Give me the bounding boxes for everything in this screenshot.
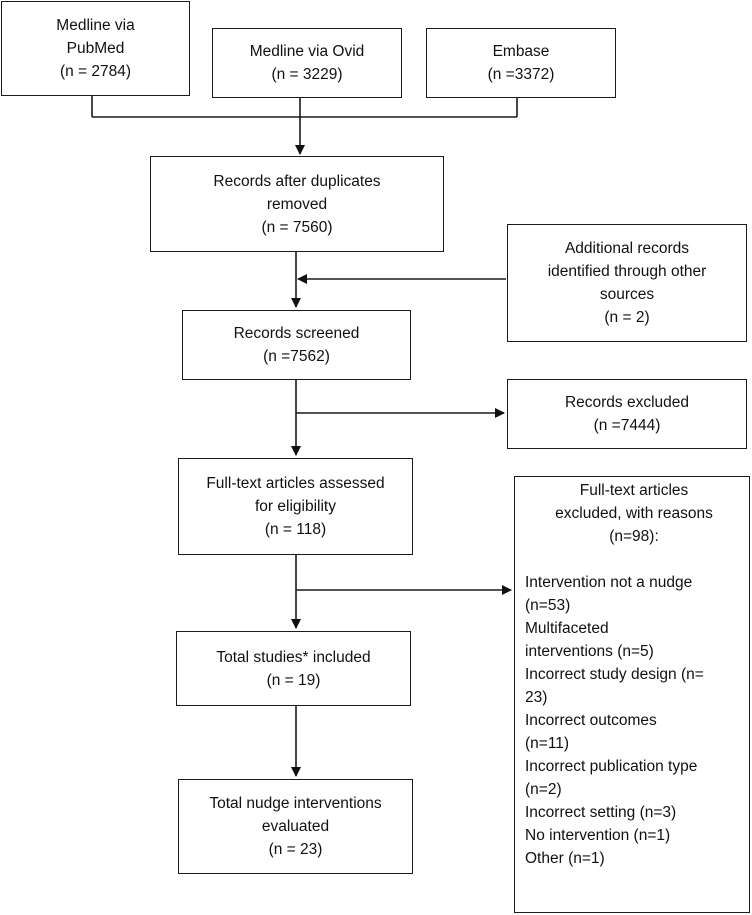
box-line: (n = 19) — [266, 671, 321, 689]
box-records-excluded: Records excluded (n =7444) — [507, 379, 747, 449]
box-line: evaluated — [261, 818, 330, 835]
exclusion-reason: Incorrect setting (n=3) — [525, 804, 677, 821]
box-line: Full-text articles — [579, 482, 689, 499]
box-line: for eligibility — [255, 498, 336, 515]
box-additional-records: Additional records identified through ot… — [507, 224, 747, 342]
box-line: (n = 118) — [264, 521, 327, 538]
exclusion-reason: Incorrect outcomes — [525, 712, 657, 729]
box-line: Records screened — [233, 325, 360, 342]
box-line: Additional records — [564, 240, 690, 257]
box-line: (n = 7560) — [261, 218, 333, 236]
box-line: (n = 2) — [604, 309, 650, 326]
box-line: Medline via Ovid — [249, 43, 365, 60]
exclusion-reason: Incorrect publication type — [525, 758, 698, 775]
exclusion-reason: Other (n=1) — [525, 850, 605, 867]
box-line: Records after duplicates — [213, 172, 381, 190]
box-line: excluded, with reasons — [555, 505, 713, 522]
box-line: Embase — [492, 43, 550, 60]
box-records-after-duplicates: Records after duplicates removed (n = 75… — [150, 156, 444, 252]
box-medline-ovid: Medline via Ovid (n = 3229) — [212, 28, 402, 98]
box-line: Medline via — [56, 17, 135, 34]
box-line: (n = 2784) — [59, 63, 132, 80]
box-line: Total nudge interventions — [209, 795, 382, 812]
box-line: removed — [266, 195, 328, 213]
box-line: (n = 23) — [268, 841, 323, 858]
box-line: (n = 3229) — [271, 66, 343, 83]
box-line: (n =7562) — [263, 348, 330, 365]
exclusion-reason: (n=53) — [525, 597, 571, 614]
box-line: PubMed — [66, 40, 125, 57]
exclusion-reason: No intervention (n=1) — [525, 827, 671, 844]
exclusion-reason: 23) — [525, 689, 548, 706]
box-line: Records excluded — [564, 394, 690, 411]
box-line: sources — [599, 286, 655, 303]
box-fulltext-excluded: Full-text articles excluded, with reason… — [514, 476, 750, 913]
exclusion-reason: (n=2) — [525, 781, 562, 798]
box-total-studies-included: Total studies* included (n = 19) — [176, 631, 411, 706]
box-line: Full-text articles assessed — [206, 475, 385, 492]
exclusion-reasons-list: Intervention not a nudge (n=53) Multifac… — [525, 571, 743, 870]
box-line: (n=98): — [609, 528, 659, 545]
box-total-nudge-interventions: Total nudge interventions evaluated (n =… — [178, 779, 413, 874]
box-medline-pubmed: Medline via PubMed (n = 2784) — [1, 1, 190, 96]
box-line: identified through other — [547, 263, 707, 280]
box-embase: Embase (n =3372) — [426, 28, 616, 98]
exclusion-reason: (n=11) — [525, 735, 570, 752]
box-records-screened: Records screened (n =7562) — [182, 310, 411, 380]
box-line: Total studies* included — [216, 648, 371, 666]
box-line: (n =7444) — [593, 417, 661, 434]
exclusion-reason: Multifaceted — [525, 620, 609, 637]
exclusion-heading: Full-text articles excluded, with reason… — [525, 477, 743, 548]
box-fulltext-assessed: Full-text articles assessed for eligibil… — [178, 458, 413, 555]
exclusion-reason: interventions (n=5) — [525, 643, 654, 660]
box-line: (n =3372) — [487, 66, 555, 83]
exclusion-reason: Incorrect study design (n= — [525, 666, 704, 683]
exclusion-reason: Intervention not a nudge — [525, 574, 693, 591]
